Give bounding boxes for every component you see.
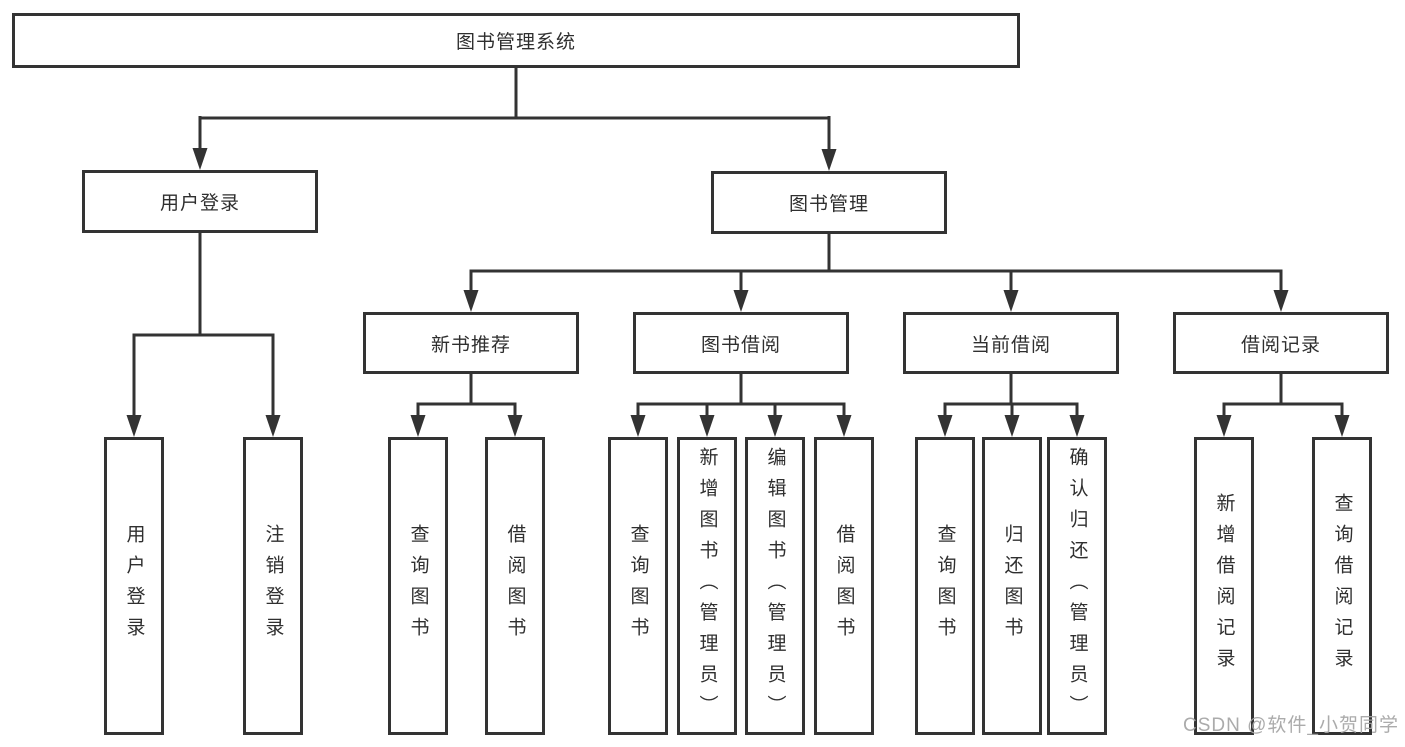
connector-book-borrow-branch (636, 374, 846, 419)
node-label: 借阅图书 (504, 524, 526, 648)
node-borrowing-records: 借阅记录 (1173, 312, 1389, 374)
connector-borrow-record-branch (1222, 374, 1344, 419)
node-label: 借阅图书 (833, 524, 855, 648)
node-label: 查询图书 (407, 524, 429, 648)
leaf-query-books-current: 查询图书 (915, 437, 975, 735)
leaf-add-book-admin: 新增图书（管理员） (677, 437, 737, 735)
leaf-query-books-recommend: 查询图书 (388, 437, 448, 735)
leaf-add-borrow-record: 新增借阅记录 (1194, 437, 1254, 735)
node-current-borrowing: 当前借阅 (903, 312, 1119, 374)
node-label: 归还图书 (1001, 524, 1023, 648)
node-label: 新书推荐 (430, 334, 511, 356)
connector-new-book-branch (416, 374, 517, 419)
arrowheads-book-borrow-branch (630, 415, 852, 437)
node-label: 借阅记录 (1240, 334, 1321, 356)
node-label: 编辑图书（管理员） (764, 446, 786, 726)
arrowheads-book-management-branch (463, 290, 1289, 312)
node-label: 查询借阅记录 (1331, 493, 1353, 679)
node-book-management: 图书管理 (711, 171, 947, 234)
node-library-management-system: 图书管理系统 (12, 13, 1020, 68)
leaf-query-borrow-record: 查询借阅记录 (1312, 437, 1372, 735)
node-label: 图书管理系统 (455, 32, 576, 53)
node-label: 新增图书（管理员） (696, 446, 718, 726)
watermark: CSDN @软件_小贺同学 (1183, 715, 1399, 736)
leaf-query-books-borrow: 查询图书 (608, 437, 668, 735)
node-label: 查询图书 (934, 524, 956, 648)
node-label: 查询图书 (627, 524, 649, 648)
node-label: 确认归还（管理员） (1066, 446, 1088, 726)
arrowheads-borrow-record-branch (1216, 415, 1350, 437)
node-label: 图书借阅 (700, 334, 781, 356)
node-label: 用户登录 (159, 193, 240, 214)
node-label: 当前借阅 (970, 334, 1051, 356)
leaf-user-login: 用户登录 (104, 437, 164, 735)
connector-current-borrow-branch (943, 374, 1079, 419)
leaf-borrow-books-recommend: 借阅图书 (485, 437, 545, 735)
leaf-borrow-books: 借阅图书 (814, 437, 874, 735)
leaf-confirm-return-admin: 确认归还（管理员） (1047, 437, 1107, 735)
node-new-book-recommendation: 新书推荐 (363, 312, 579, 374)
connector-user-login-branch (132, 233, 275, 419)
arrowheads-current-borrow-branch (937, 415, 1085, 437)
connector-root-to-level2 (198, 68, 831, 151)
arrowheads-user-login-branch (126, 415, 281, 437)
node-label: 注销登录 (262, 524, 284, 648)
arrowheads-level2 (192, 148, 837, 171)
connector-book-management-branch (469, 234, 1283, 294)
node-label: 新增借阅记录 (1213, 493, 1235, 679)
leaf-return-books: 归还图书 (982, 437, 1042, 735)
node-user-login-branch: 用户登录 (82, 170, 318, 233)
node-label: 图书管理 (788, 194, 869, 215)
leaf-edit-book-admin: 编辑图书（管理员） (745, 437, 805, 735)
node-label: 用户登录 (123, 524, 145, 648)
arrowheads-new-book-branch (410, 415, 523, 437)
leaf-logout: 注销登录 (243, 437, 303, 735)
node-book-borrowing: 图书借阅 (633, 312, 849, 374)
